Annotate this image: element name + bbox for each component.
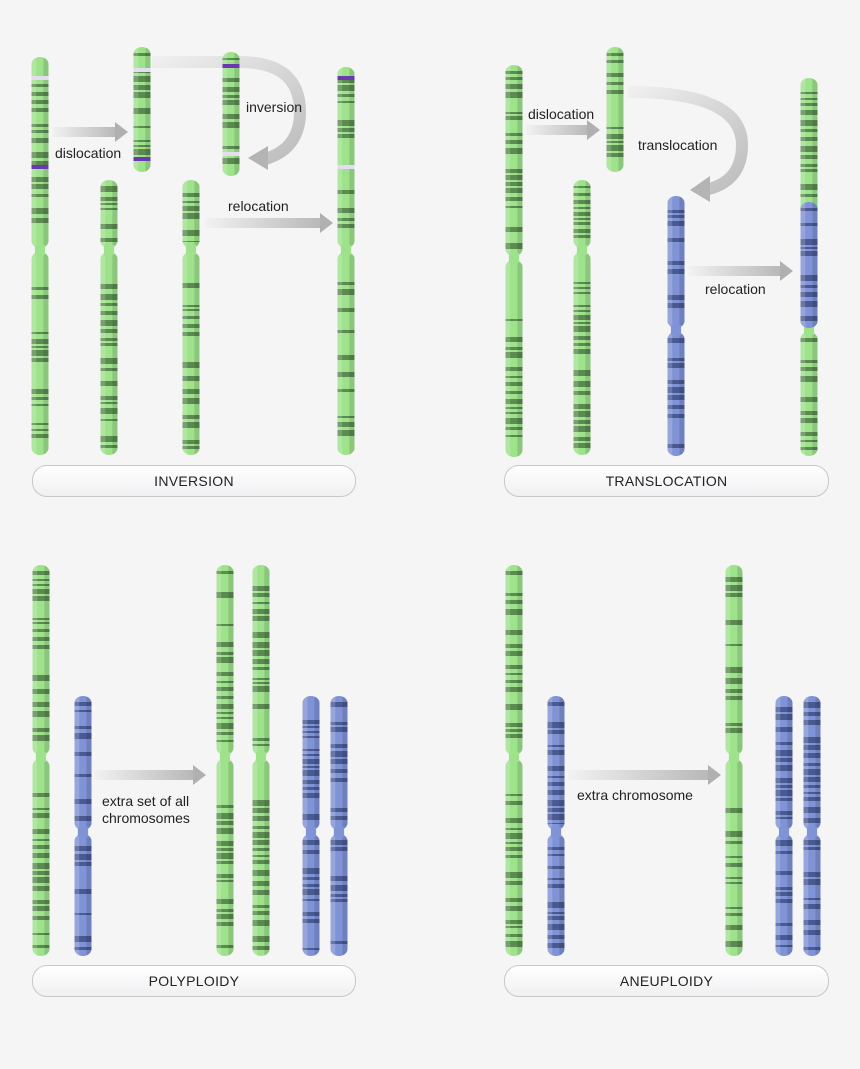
polyploidy-blue-chromosome-2 xyxy=(302,696,320,956)
inversion-dislocated-fragment xyxy=(133,47,151,172)
polyploidy-blue-chromosome-3 xyxy=(330,696,348,956)
translocation-step-label: translocation xyxy=(638,137,718,153)
polyploidy-title-pill: POLYPLOIDY xyxy=(32,965,356,997)
polyploidy-extra-set-label: extra set of all chromosomes xyxy=(102,793,190,826)
translocation-curved-arrow xyxy=(627,86,749,202)
inversion-dislocation-arrow xyxy=(52,122,128,142)
translocation-dislocation-arrow xyxy=(526,120,600,140)
polyploidy-blue-chromosome-1 xyxy=(74,696,92,956)
inversion-dislocation-label: dislocation xyxy=(55,145,122,161)
polyploidy-green-chromosome-1 xyxy=(32,565,50,956)
aneuploidy-extra-chromosome-label: extra chromosome xyxy=(577,787,693,803)
inversion-step-label: inversion xyxy=(246,99,303,115)
aneuploidy-green-chromosome-2 xyxy=(725,565,743,956)
inversion-receiving-chromosome xyxy=(182,180,200,455)
inversion-remaining-chromosome xyxy=(100,180,118,455)
inversion-relocation-arrow xyxy=(205,213,333,233)
inversion-original-chromosome xyxy=(31,57,49,455)
polyploidy-green-chromosome-3 xyxy=(252,565,270,956)
aneuploidy-blue-chromosome-3 xyxy=(803,696,821,956)
inversion-result-chromosome xyxy=(337,67,355,455)
translocation-relocation-arrow xyxy=(688,261,793,281)
aneuploidy-green-chromosome-1 xyxy=(505,565,523,956)
translocation-dislocated-fragment xyxy=(606,47,624,172)
aneuploidy-extra-chromosome-arrow xyxy=(568,765,721,785)
aneuploidy-blue-chromosome-2 xyxy=(775,696,793,956)
translocation-remaining-chromosome xyxy=(573,180,591,455)
inversion-inverted-fragment xyxy=(222,52,240,176)
translocation-blue-chromosome xyxy=(667,196,685,456)
inversion-curved-arrow xyxy=(152,56,307,170)
translocation-relocation-label: relocation xyxy=(705,281,766,297)
translocation-original-chromosome xyxy=(505,65,523,457)
aneuploidy-title-pill: ANEUPLOIDY xyxy=(504,965,829,997)
translocation-title-pill: TRANSLOCATION xyxy=(504,465,829,497)
inversion-relocation-label: relocation xyxy=(228,198,289,214)
aneuploidy-blue-chromosome-1 xyxy=(547,696,565,956)
polyploidy-extra-set-arrow xyxy=(94,765,206,785)
inversion-title-pill: INVERSION xyxy=(32,465,356,497)
translocation-result-chromosome xyxy=(800,78,818,456)
translocation-dislocation-label: dislocation xyxy=(528,106,595,122)
polyploidy-green-chromosome-2 xyxy=(216,565,234,956)
